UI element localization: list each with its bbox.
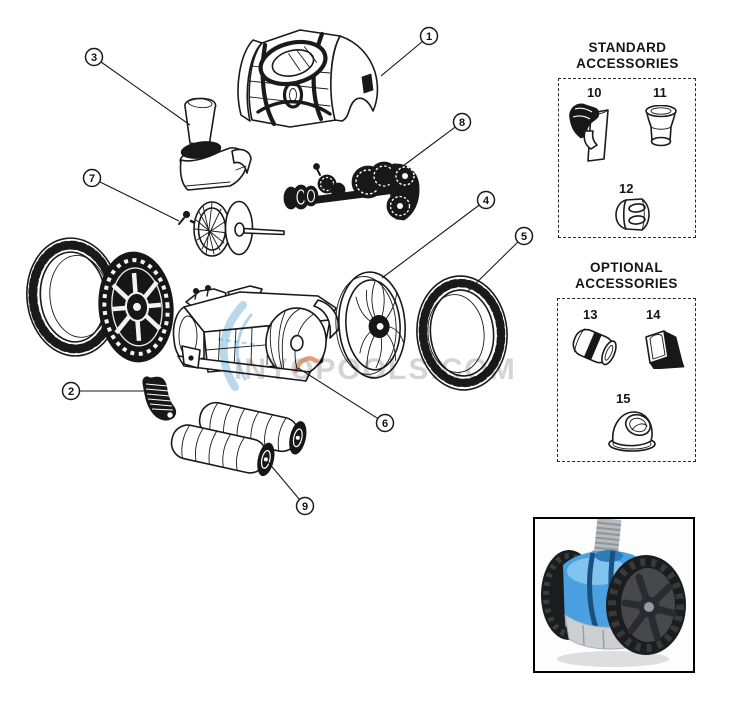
callout-5: 5 (466, 226, 534, 293)
item-number-13: 13 (583, 307, 598, 322)
svg-text:3: 3 (91, 52, 97, 64)
item-number-10: 10 (587, 85, 602, 100)
standard-accessories-box: 10 11 12 (558, 78, 696, 238)
part-top-housing (237, 29, 379, 128)
part-tire-right (416, 275, 508, 391)
callouts: 1 2 3 4 5 (61, 26, 534, 516)
product-photo-art (541, 517, 686, 667)
callout-7: 7 (82, 168, 180, 222)
callout-8: 8 (402, 112, 472, 167)
part-swivel-elbow (179, 97, 252, 191)
item-number-12: 12 (619, 181, 634, 196)
item-number-15: 15 (616, 391, 631, 406)
svg-text:9: 9 (302, 501, 308, 513)
item-art-wall-fitting (645, 330, 685, 369)
callout-3: 3 (84, 47, 191, 126)
svg-text:8: 8 (459, 117, 465, 129)
part-gearbox-assembly (283, 161, 420, 221)
item-art-cone-adapter (645, 105, 677, 147)
callout-6: 6 (297, 367, 395, 433)
part-rollers (170, 401, 307, 477)
svg-text:6: 6 (382, 418, 388, 430)
part-turbine (178, 200, 285, 257)
optional-accessories-title: OPTIONAL ACCESSORIES (575, 260, 678, 291)
item-number-14: 14 (646, 307, 661, 322)
item-art-hose-clip (615, 198, 650, 231)
photo-shadow (557, 651, 669, 667)
svg-text:1: 1 (426, 31, 432, 43)
svg-text:5: 5 (521, 231, 527, 243)
item-art-hose-adapter (572, 328, 617, 366)
callout-9: 9 (267, 461, 315, 516)
standard-accessories-title: STANDARD ACCESSORIES (576, 40, 679, 71)
photo-front-wheel (606, 555, 686, 655)
part-brush (142, 376, 177, 421)
callout-2: 2 (61, 381, 146, 401)
part-wheel-hub-left (98, 251, 174, 363)
callout-1: 1 (380, 26, 439, 77)
part-tire-left (26, 237, 120, 357)
item-art-hose-elbow (569, 103, 609, 162)
item-number-11: 11 (653, 85, 667, 100)
item-art-vacuum-plate (608, 411, 656, 452)
product-photo (533, 517, 695, 673)
svg-text:2: 2 (68, 386, 74, 398)
svg-text:7: 7 (89, 173, 95, 185)
svg-text:4: 4 (483, 195, 490, 207)
part-wheel-spoked (335, 271, 406, 379)
part-body-assembly (172, 284, 340, 382)
optional-accessories-box: 13 14 15 (557, 298, 696, 462)
callout-4: 4 (381, 190, 496, 279)
